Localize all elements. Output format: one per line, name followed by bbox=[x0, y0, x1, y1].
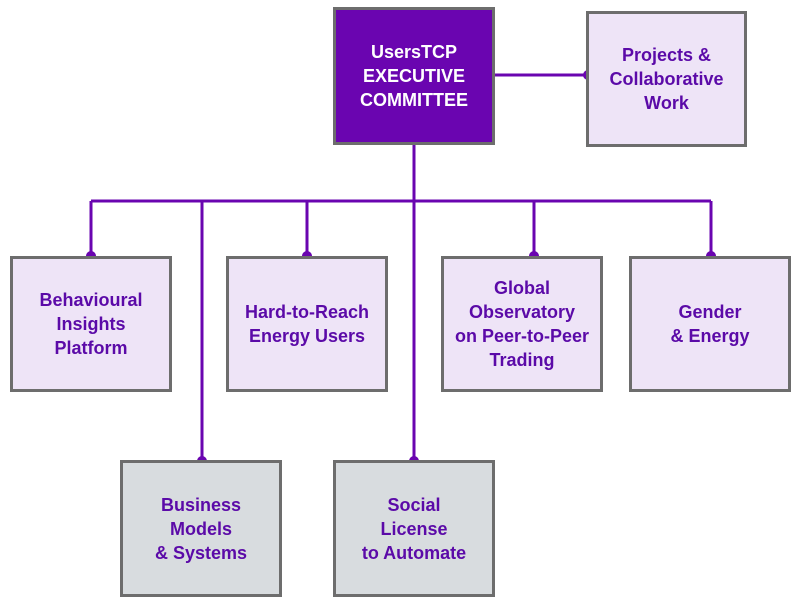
behavioural-insights-box: Behavioural Insights Platform bbox=[10, 256, 172, 392]
global-observatory-label: Global Observatory on Peer-to-Peer Tradi… bbox=[454, 278, 590, 370]
global-observatory-box: Global Observatory on Peer-to-Peer Tradi… bbox=[441, 256, 603, 392]
social-license-box: Social License to Automate bbox=[333, 460, 495, 597]
business-models-label: Business Models & Systems bbox=[154, 494, 248, 563]
hard-to-reach-label: Hard-to-Reach Energy Users bbox=[244, 302, 369, 346]
social-license-label: Social License to Automate bbox=[361, 494, 467, 563]
executive-committee-label: UsersTCP EXECUTIVE COMMITTEE bbox=[360, 42, 468, 110]
hard-to-reach-box: Hard-to-Reach Energy Users bbox=[226, 256, 388, 392]
behavioural-insights-label: Behavioural Insights Platform bbox=[39, 290, 143, 358]
projects-box: Projects & Collaborative Work bbox=[586, 11, 747, 147]
gender-energy-box: Gender & Energy bbox=[629, 256, 791, 392]
business-models-box: Business Models & Systems bbox=[120, 460, 282, 597]
projects-label: Projects & Collaborative Work bbox=[609, 45, 724, 113]
executive-committee-box: UsersTCP EXECUTIVE COMMITTEE bbox=[333, 7, 495, 145]
gender-energy-label: Gender & Energy bbox=[670, 302, 750, 346]
